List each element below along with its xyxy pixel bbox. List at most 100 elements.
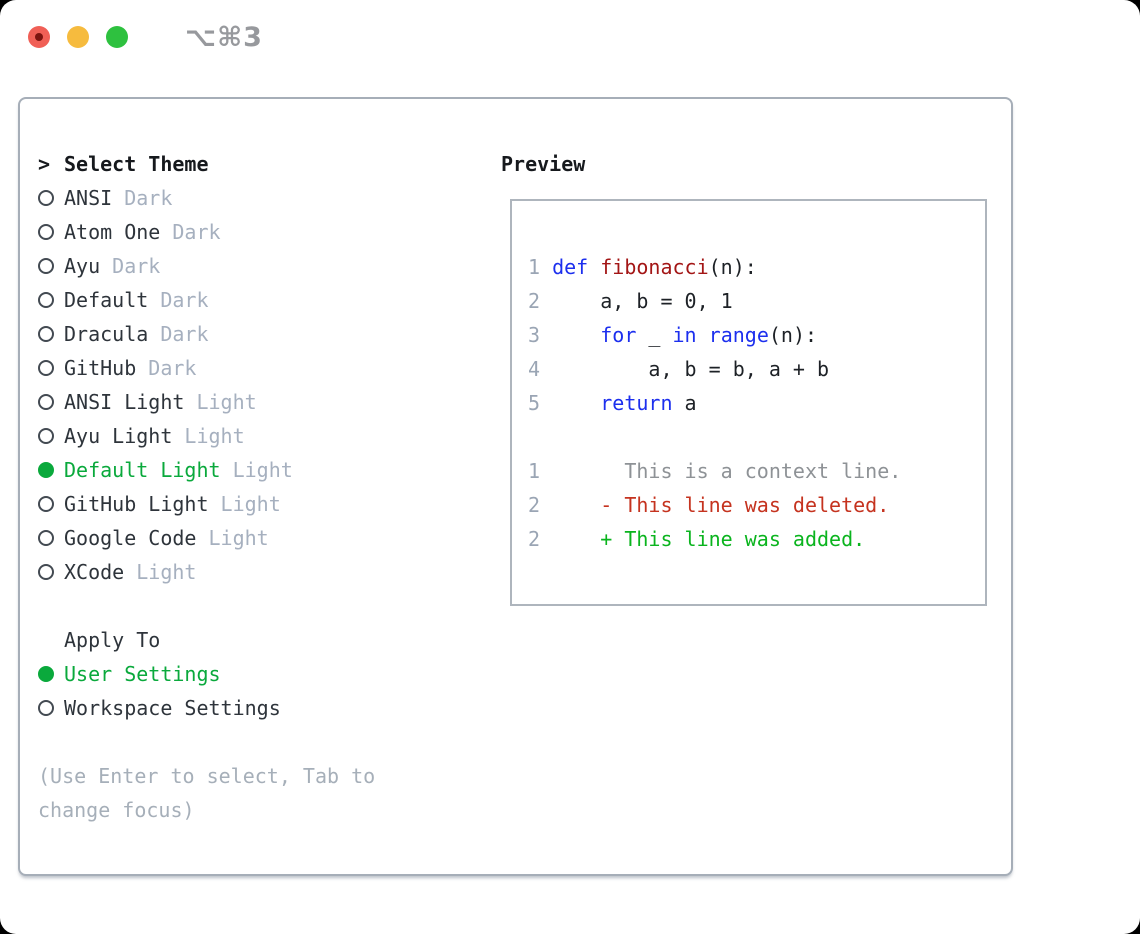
theme-option-ansi-light[interactable]: ANSI Light Light	[38, 385, 490, 419]
radio-circle	[38, 258, 54, 274]
code-segment-plain	[552, 391, 600, 415]
code-line: 3 for _ in range(n):	[528, 318, 985, 352]
code-segment-lineno: 1	[528, 255, 553, 279]
radio-circle	[38, 394, 54, 410]
option-label: ANSI Dark	[64, 186, 173, 210]
titlebar: ⌥⌘3	[0, 0, 1140, 74]
radio-icon	[38, 181, 64, 215]
diff-preview: 1 This is a context line.2 - This line w…	[528, 454, 985, 556]
radio-circle	[38, 360, 54, 376]
preview-section: Preview 1 def fibonacci(n):2 a, b = 0, 1…	[501, 147, 987, 606]
apply-to-title: Apply To	[64, 628, 161, 652]
radio-circle	[38, 496, 54, 512]
code-segment-plain: a	[672, 391, 697, 415]
radio-selected-icon	[38, 453, 64, 487]
theme-variant-tag: Light	[184, 424, 245, 448]
code-line: 4 a, b = b, a + b	[528, 352, 985, 386]
radio-icon	[38, 283, 64, 317]
radio-icon	[38, 249, 64, 283]
diff-line: 2 - This line was deleted.	[528, 488, 985, 522]
theme-option-atom-one[interactable]: Atom One Dark	[38, 215, 490, 249]
code-segment-lineno: 2	[528, 527, 541, 551]
radio-selected-icon	[38, 657, 64, 691]
apply-to-indent	[38, 623, 64, 657]
radio-circle	[38, 564, 54, 580]
apply-option-user-settings[interactable]: User Settings	[38, 657, 490, 691]
code-line: 2 a, b = 0, 1	[528, 284, 985, 318]
help-text: (Use Enter to select, Tab to change focu…	[38, 764, 376, 822]
theme-option-ayu[interactable]: Ayu Dark	[38, 249, 490, 283]
code-segment-lineno: 2	[528, 289, 553, 313]
close-button[interactable]	[28, 26, 50, 48]
radio-circle	[38, 428, 54, 444]
theme-variant-tag: Light	[220, 492, 281, 516]
minimize-button[interactable]	[67, 26, 89, 48]
theme-option-github[interactable]: GitHub Dark	[38, 351, 490, 385]
option-label: Google Code Light	[64, 526, 269, 550]
option-label: User Settings	[64, 662, 221, 686]
theme-variant-tag: Dark	[148, 356, 197, 380]
theme-variant-tag: Light	[208, 526, 269, 550]
section-spacer	[38, 589, 490, 623]
option-label: Ayu Light Light	[64, 424, 245, 448]
option-label: Dracula Dark	[64, 322, 209, 346]
option-label: Default Dark	[64, 288, 209, 312]
code-segment-keyword: in	[672, 323, 697, 347]
radio-icon	[38, 385, 64, 419]
option-label: Ayu Dark	[64, 254, 161, 278]
code-segment-plain: (n):	[768, 323, 818, 347]
option-label: XCode Light	[64, 560, 197, 584]
theme-option-ayu-light[interactable]: Ayu Light Light	[38, 419, 490, 453]
radio-circle	[38, 666, 54, 682]
diff-line: 2 + This line was added.	[528, 522, 985, 556]
code-segment-plain	[552, 323, 600, 347]
radio-circle	[38, 462, 54, 478]
option-label: Workspace Settings	[64, 696, 281, 720]
option-label: Default Light Light	[64, 458, 293, 482]
code-segment-function: fibonacci	[600, 255, 709, 279]
radio-circle	[38, 530, 54, 546]
radio-icon	[38, 691, 64, 725]
theme-variant-tag: Light	[196, 390, 257, 414]
code-segment-plain: a, b = 0, 1	[552, 289, 733, 313]
radio-icon	[38, 317, 64, 351]
theme-variant-tag: Dark	[160, 322, 209, 346]
code-segment-lineno: 3	[528, 323, 553, 347]
select-theme-title: Select Theme	[64, 152, 209, 176]
theme-option-github-light[interactable]: GitHub Light Light	[38, 487, 490, 521]
apply-option-workspace-settings[interactable]: Workspace Settings	[38, 691, 490, 725]
code-segment-context: This is a context line.	[540, 459, 902, 483]
section-spacer	[38, 725, 490, 759]
zoom-button[interactable]	[106, 26, 128, 48]
radio-icon	[38, 521, 64, 555]
code-segment-plain: a, b = b, a + b	[552, 357, 830, 381]
code-segment-plain: _	[636, 323, 673, 347]
theme-variant-tag: Light	[232, 458, 293, 482]
option-label: GitHub Light Light	[64, 492, 281, 516]
code-segment-lineno: 4	[528, 357, 553, 381]
code-segment-lineno: 2	[528, 493, 541, 517]
theme-option-ansi[interactable]: ANSI Dark	[38, 181, 490, 215]
radio-icon	[38, 215, 64, 249]
radio-icon	[38, 555, 64, 589]
code-segment-deleted: - This line was deleted.	[540, 493, 890, 517]
theme-option-xcode[interactable]: XCode Light	[38, 555, 490, 589]
theme-option-default[interactable]: Default Dark	[38, 283, 490, 317]
code-segment-added: + This line was added.	[540, 527, 866, 551]
theme-option-default-light[interactable]: Default Light Light	[38, 453, 490, 487]
theme-variant-tag: Light	[136, 560, 197, 584]
code-segment-lineno: 5	[528, 391, 553, 415]
radio-circle	[38, 700, 54, 716]
theme-option-dracula[interactable]: Dracula Dark	[38, 317, 490, 351]
radio-icon	[38, 487, 64, 521]
option-label: ANSI Light Light	[64, 390, 257, 414]
code-segment-keyword: range	[708, 323, 769, 347]
code-segment-keyword: def	[552, 255, 601, 279]
theme-option-google-code[interactable]: Google Code Light	[38, 521, 490, 555]
code-line: 1 def fibonacci(n):	[528, 250, 985, 284]
